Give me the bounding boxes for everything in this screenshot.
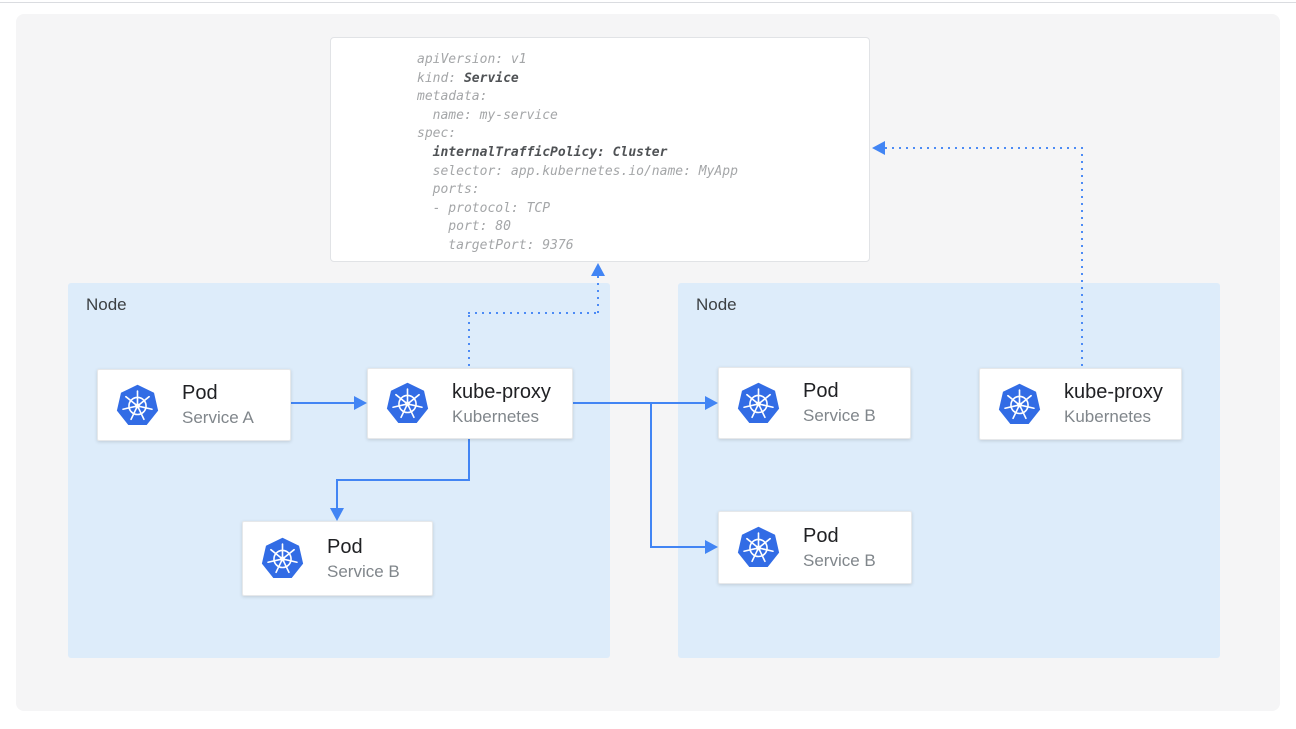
yaml-line: metadata: [417,89,488,105]
kubernetes-icon [997,382,1042,427]
dotted-line-right-horizontal [885,147,1083,149]
node-box-right: Node [678,283,1220,658]
yaml-line: internalTrafficPolicy: Cluster [432,144,668,160]
arrow-line-down-to-podb-left [336,479,338,509]
yaml-line: ports: [417,182,480,198]
card-pod-service-a: Pod Service A [97,369,291,441]
yaml-line: kind: Service [417,70,519,86]
arrow-branch-vertical [650,402,652,548]
top-divider-line [0,2,1296,3]
node-box-left: Node [68,283,610,658]
card-subtitle: Service A [182,408,254,427]
arrowhead-into-podb-bottom-icon [705,540,718,554]
dotted-line-kubeproxy-left-up [468,315,470,368]
kubernetes-icon [736,525,781,570]
yaml-line: name: my-service [417,107,558,123]
card-subtitle: Service B [803,550,876,570]
dotted-line-to-service-box [597,276,599,314]
card-title: kube-proxy [1064,381,1163,403]
card-kube-proxy-left: kube-proxy Kubernetes [367,368,573,439]
dotted-line-kubeproxy-right-up [1081,147,1083,368]
kubernetes-icon [385,381,430,426]
card-pod-service-b-right-top: Pod Service B [718,367,911,439]
yaml-line: selector: app.kubernetes.io/name: MyApp [417,163,738,179]
kubernetes-icon [115,383,160,428]
arrowhead-into-kubeproxy-icon [354,396,367,410]
dotted-line-left-horizontal [468,312,600,314]
yaml-line: spec: [417,126,457,142]
arrowhead-up-into-service-box-icon [591,263,605,276]
card-pod-service-b-right-bottom: Pod Service B [718,511,912,584]
yaml-line: targetPort: 9376 [417,237,574,253]
yaml-code: apiVersion: v1 kind: Service metadata: nam… [417,51,738,256]
arrow-line-kubeproxy-down [468,439,470,481]
card-subtitle: Service B [327,561,400,581]
yaml-line: - protocol: TCP [417,200,551,216]
card-title: kube-proxy [452,380,551,403]
arrow-line-poda-to-kubeproxy [291,402,354,404]
kubernetes-icon [736,381,781,426]
card-subtitle: Kubernetes [452,406,539,426]
kubernetes-icon [260,536,305,581]
arrow-line-branch-to-podb-bottom [650,546,706,548]
card-subtitle: Kubernetes [1064,407,1151,426]
card-title: Pod [327,535,363,558]
arrow-line-kubeproxy-left [336,479,470,481]
arrowhead-into-podb-top-icon [705,396,718,410]
card-kube-proxy-right: kube-proxy Kubernetes [979,368,1182,440]
node-label: Node [86,295,127,314]
card-title: Pod [182,382,218,404]
yaml-line: port: 80 [417,219,511,235]
card-pod-service-b-left: Pod Service B [242,521,433,596]
card-title: Pod [803,380,839,402]
yaml-line: apiVersion: v1 [417,52,527,67]
yaml-manifest-box: apiVersion: v1 kind: Service metadata: nam… [330,37,870,262]
card-title: Pod [803,524,839,547]
node-label: Node [696,295,737,314]
card-subtitle: Service B [803,406,876,425]
arrowhead-into-podb-left-icon [330,508,344,521]
arrow-line-kubeproxy-to-podb-top [573,402,706,404]
arrowhead-left-into-service-box-icon [872,141,885,155]
